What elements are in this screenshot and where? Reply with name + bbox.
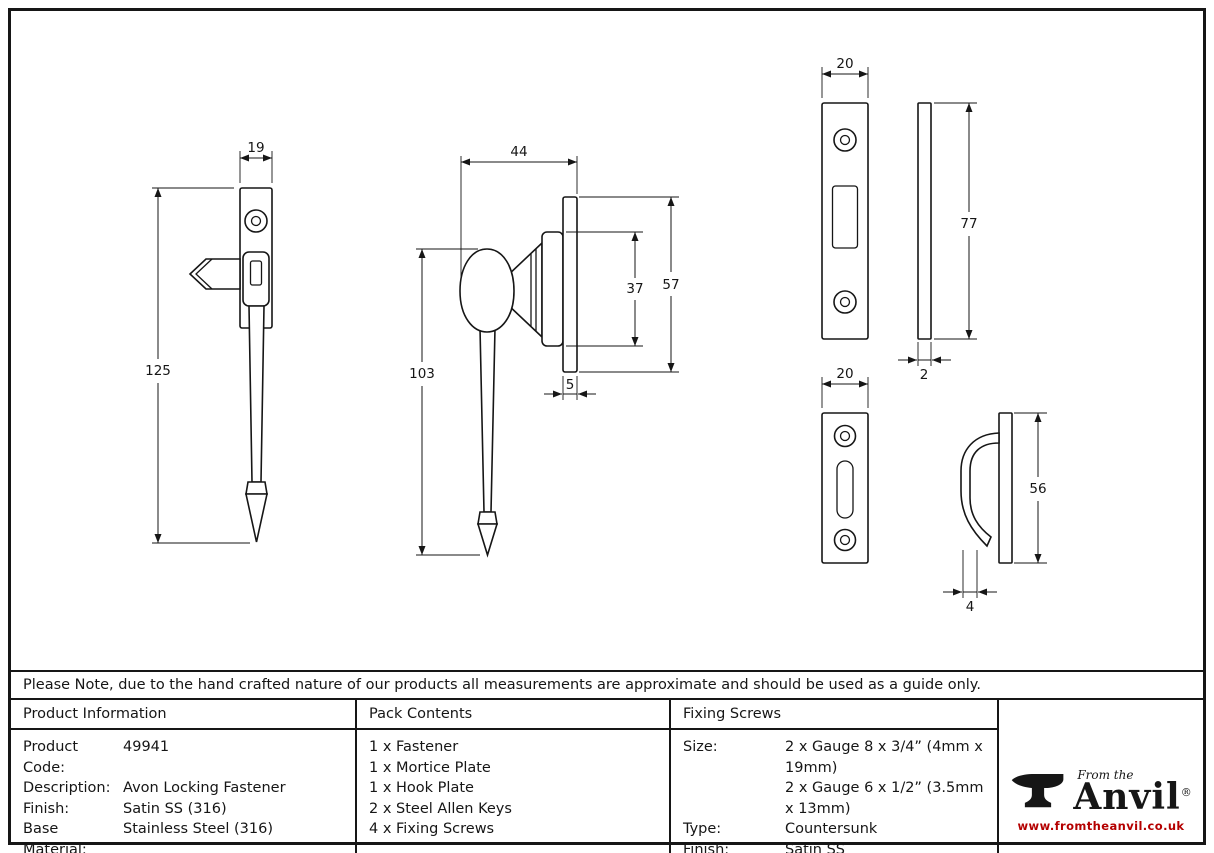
brand-logo-cell: From the Anvil® www.fromtheanvil.co.uk [999,700,1203,853]
anvil-icon [1012,774,1064,808]
handle-tip-side [245,493,268,543]
note-row: Please Note, due to the hand crafted nat… [11,670,1203,700]
dim-side-length: 125 [145,363,171,379]
logo-url: www.fromtheanvil.co.uk [1017,819,1185,834]
lock-housing [242,251,270,307]
handle-shaft-front [479,327,496,513]
list-item: 1 x Hook Plate [369,780,474,796]
table-row: Base Material: Stainless Steel (316) [23,821,274,853]
hook [960,432,1000,548]
fastener-side-view: 19 125 [145,140,273,544]
dim-plate-thickness: 5 [566,377,575,393]
note-text: Please Note, due to the hand crafted nat… [23,677,981,693]
fastener-nose [188,258,241,290]
rose [541,231,564,347]
list-item: 2 x Steel Allen Keys [369,800,512,817]
mortice-slot [831,185,859,249]
list-item: 4 x Fixing Screws [369,821,495,837]
dim-mortice-width: 20 [836,56,853,72]
table-row: Description: Avon Locking Fastener [23,780,286,796]
mortice-plate-edge [917,102,932,340]
header-fixing-screws: Fixing Screws [671,700,999,730]
dim-handle-length: 103 [409,366,435,382]
nose-chevron [195,258,213,290]
hook-plate-edge [998,412,1013,564]
dim-hookplate-height: 56 [1029,481,1046,497]
handle-collar-side [245,481,268,495]
info-table: Product Information Pack Contents Fixing… [11,700,1203,853]
registered-mark: ® [1180,785,1192,799]
dim-mortice-thickness: 2 [920,367,929,383]
hook-hole-top [833,424,857,448]
dim-front-width: 44 [510,144,527,160]
info-panel: Please Note, due to the hand crafted nat… [11,670,1203,853]
handle-knob [459,248,515,333]
technical-drawing: 19 125 44 [145,56,1047,615]
hook-hole-bottom [833,528,857,552]
front-backplate-edge [562,196,578,373]
logo-anvil: Anvil® [1073,775,1192,818]
fastener-front-view: 44 103 37 57 [409,144,680,558]
mortice-plate-face [821,102,869,340]
table-row: Size: 2 x Gauge 8 x 3/4” (4mm x 19mm) [683,739,983,776]
handle-shaft-side [248,305,265,483]
list-item: 1 x Fastener [369,739,459,755]
handle-collar-front [477,511,498,525]
hook-plate-view: 20 56 4 [821,366,1047,615]
fixing-screws-cell: Size: 2 x Gauge 8 x 3/4” (4mm x 19mm) 2 … [671,730,999,853]
table-row: Product Code: 49941 [23,739,170,776]
pack-contents-cell: 1 x Fastener 1 x Mortice Plate 1 x Hook … [357,730,671,853]
table-row: Finish: Satin SS [683,841,846,853]
hook-plate-face [821,412,869,564]
mortice-hole-top [833,128,857,152]
logo-text: From the Anvil® [1073,767,1192,818]
mortice-hole-bottom [833,290,857,314]
lock-slot [249,260,263,286]
dim-hookplate-thickness: 4 [966,599,975,615]
dim-side-width: 19 [247,140,264,156]
table-row: Finish: Satin SS (316) [23,800,227,817]
product-information-cell: Product Code: 49941 Description: Avon Lo… [11,730,357,853]
table-row: Type: Countersunk [683,821,878,837]
list-item: 1 x Mortice Plate [369,759,491,776]
dim-mortice-height: 77 [960,216,977,232]
brand-logo: From the Anvil® [1010,767,1192,818]
dim-plate-height: 57 [662,277,679,293]
header-pack-contents: Pack Contents [357,700,671,730]
handle-tip-front [476,523,499,558]
dim-hookplate-width: 20 [836,366,853,382]
hook-plate-slot [836,460,854,519]
mortice-plate-view: 20 77 2 [821,56,978,383]
table-row: 2 x Gauge 6 x 1/2” (3.5mm x 13mm) [785,780,984,817]
logo-from-the: From the [1077,767,1134,782]
dim-rose-diameter: 37 [626,281,643,297]
side-screw-hole [244,209,268,233]
header-product-information: Product Information [11,700,357,730]
